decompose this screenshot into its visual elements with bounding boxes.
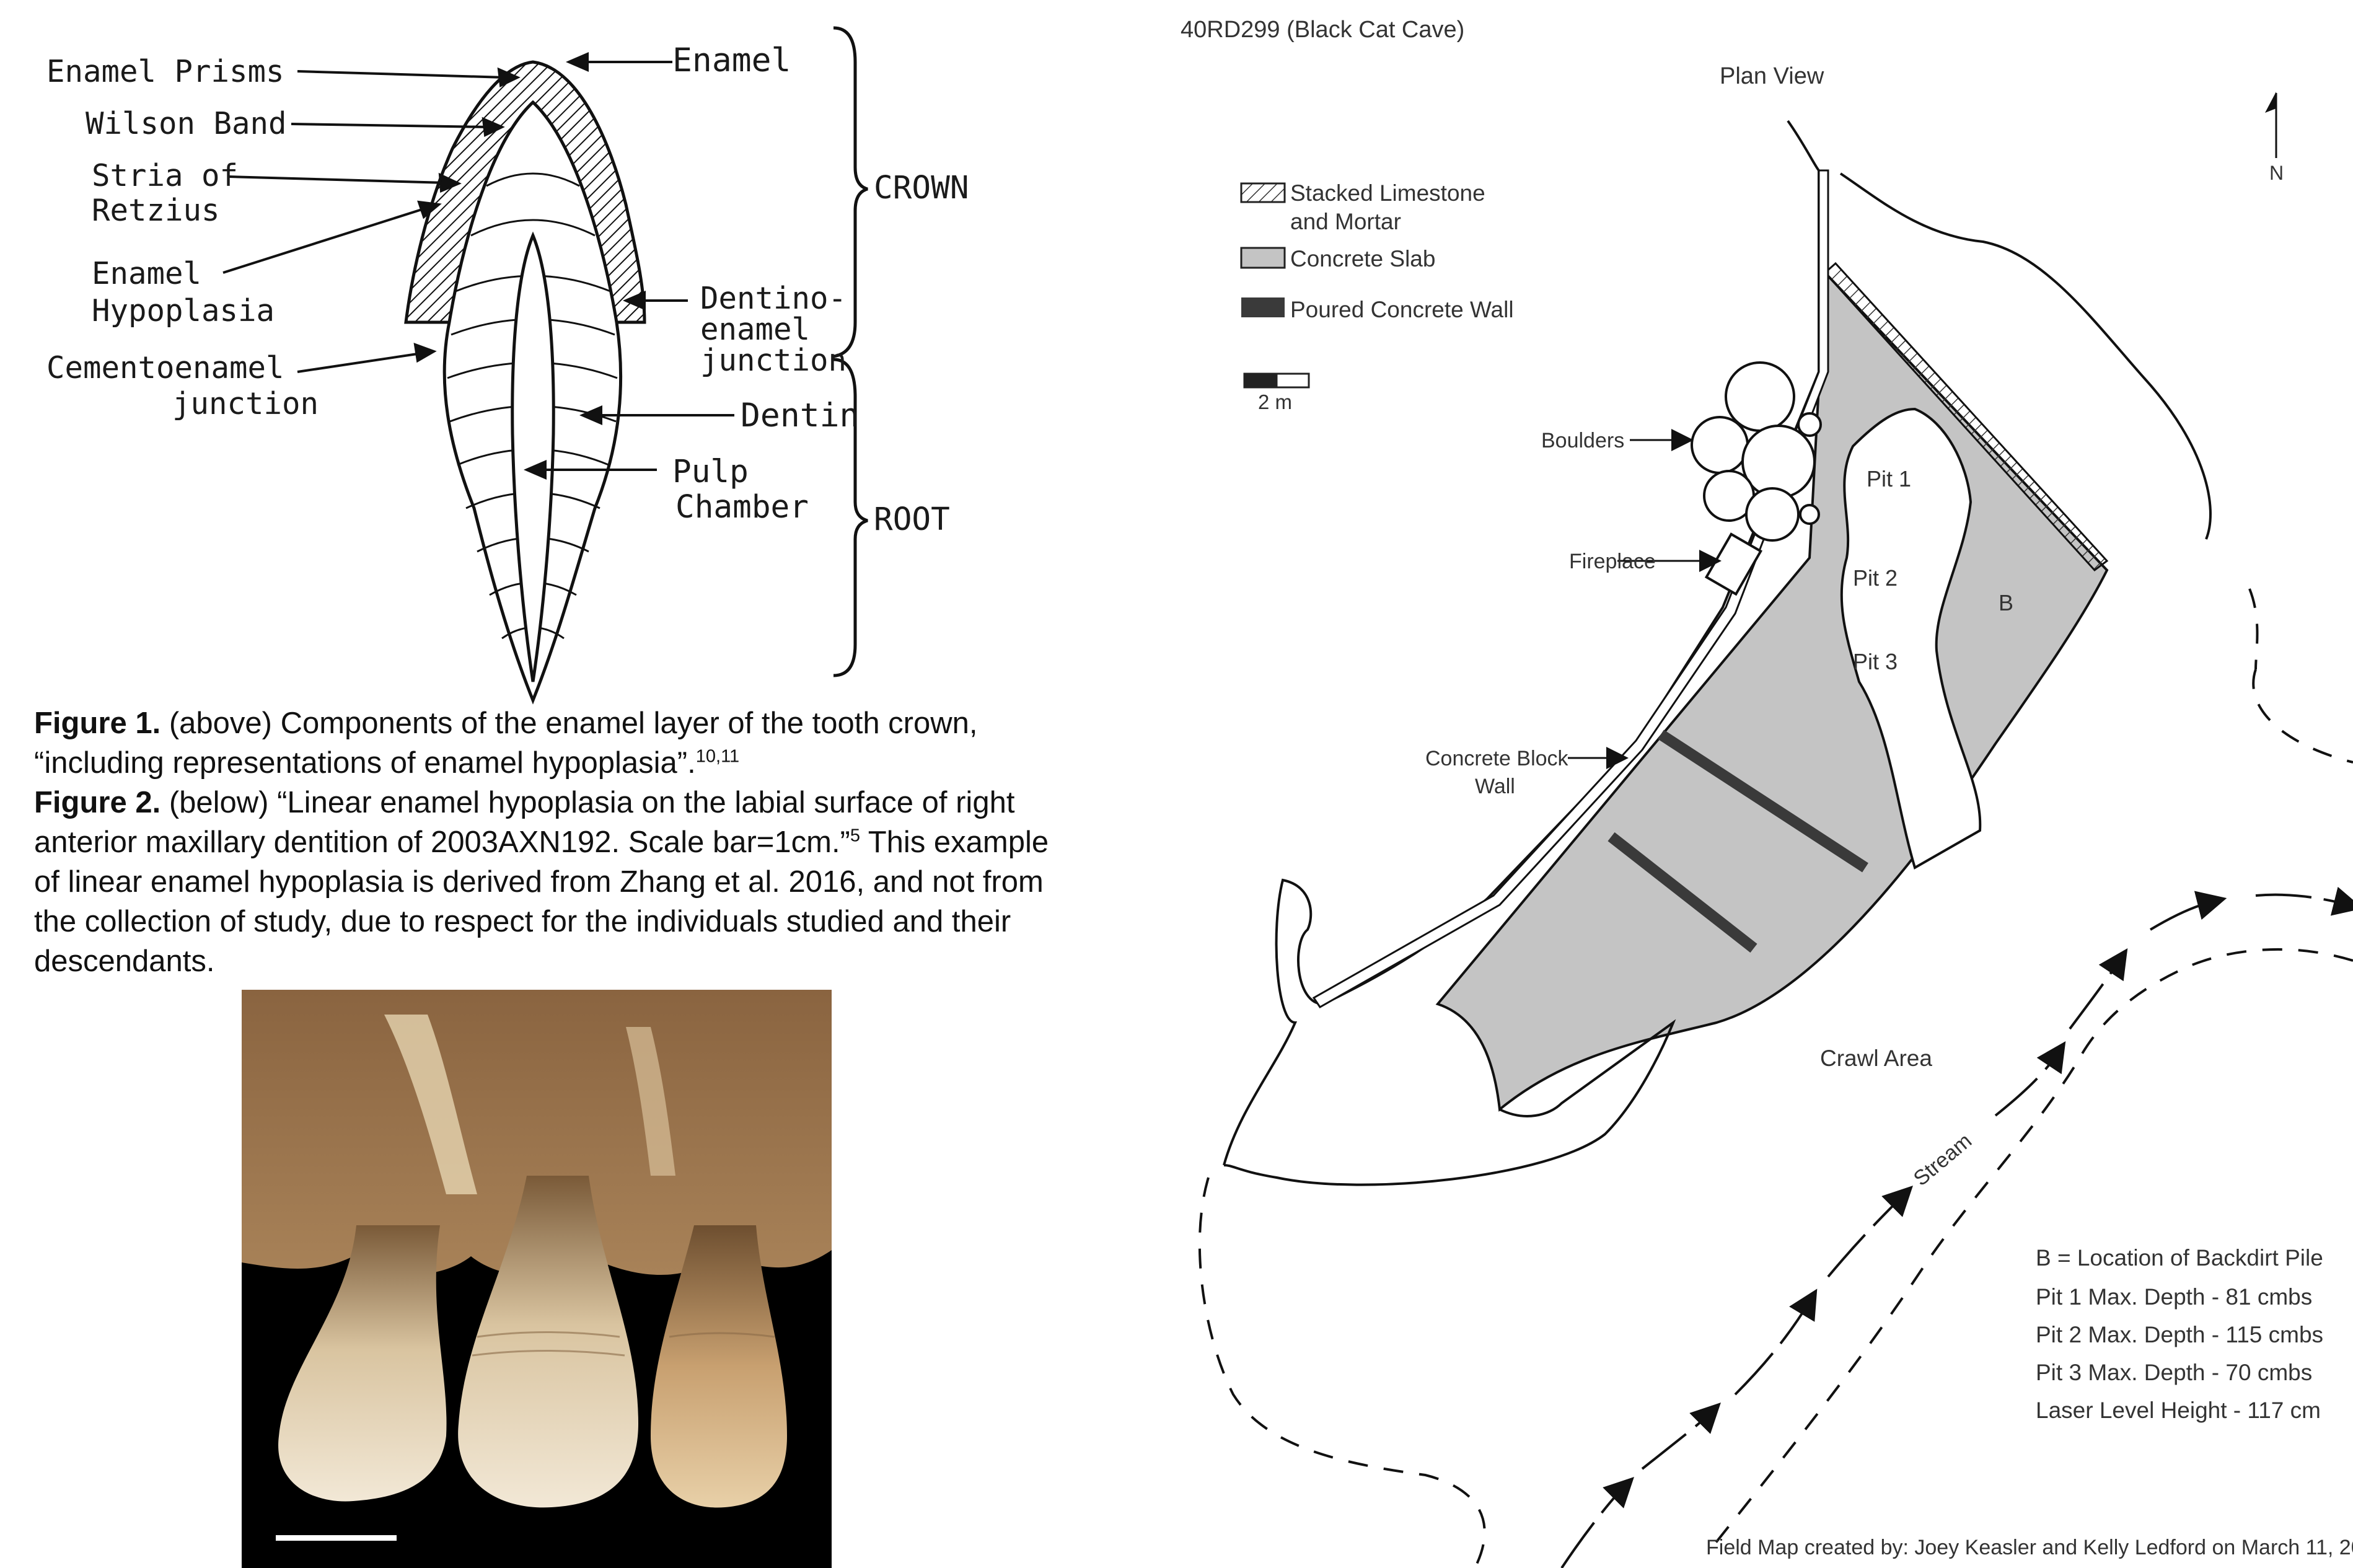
label-pit2: Pit 2 bbox=[1853, 565, 1898, 591]
legend-wall: Poured Concrete Wall bbox=[1290, 297, 1514, 322]
label-block-wall-2: Wall bbox=[1475, 775, 1515, 798]
scale-black bbox=[1244, 374, 1277, 387]
note-backdirt: B = Location of Backdirt Pile bbox=[2036, 1245, 2323, 1271]
scale-white bbox=[1277, 374, 1309, 387]
legend-slab: Concrete Slab bbox=[1290, 246, 1435, 271]
label-pit3: Pit 3 bbox=[1853, 649, 1898, 674]
legend-slab-swatch bbox=[1241, 248, 1285, 268]
label-fireplace: Fireplace bbox=[1569, 550, 1656, 573]
note-pit3: Pit 3 Max. Depth - 70 cmbs bbox=[2036, 1360, 2312, 1385]
label-crawl-area: Crawl Area bbox=[1820, 1046, 1932, 1071]
legend-stacked-1: Stacked Limestone bbox=[1290, 180, 1485, 206]
map-credit: Field Map created by: Joey Keasler and K… bbox=[1706, 1536, 2353, 1559]
legend-wall-swatch bbox=[1241, 297, 1285, 317]
map-legend: Stacked Limestone and Mortar Concrete Sl… bbox=[1241, 180, 1514, 413]
label-block-wall-1: Concrete Block bbox=[1425, 747, 1569, 770]
note-pit2: Pit 2 Max. Depth - 115 cmbs bbox=[2036, 1322, 2323, 1347]
north-arrow: N bbox=[2265, 92, 2284, 184]
note-laser: Laser Level Height - 117 cm bbox=[2036, 1398, 2321, 1423]
legend-stacked-swatch bbox=[1241, 183, 1285, 202]
note-pit1: Pit 1 Max. Depth - 81 cmbs bbox=[2036, 1284, 2312, 1310]
label-b: B bbox=[1999, 590, 2013, 615]
label-boulders: Boulders bbox=[1541, 429, 1624, 452]
boulders bbox=[1692, 363, 1821, 540]
label-pit1: Pit 1 bbox=[1867, 466, 1911, 491]
north-label: N bbox=[2269, 162, 2284, 184]
scale-label: 2 m bbox=[1258, 390, 1292, 413]
map-site-title: 40RD299 (Black Cat Cave) bbox=[1181, 17, 1464, 43]
label-stream: Stream bbox=[1909, 1129, 1976, 1191]
legend-stacked-2: and Mortar bbox=[1290, 209, 1401, 234]
map-view-label: Plan View bbox=[1720, 63, 1824, 89]
